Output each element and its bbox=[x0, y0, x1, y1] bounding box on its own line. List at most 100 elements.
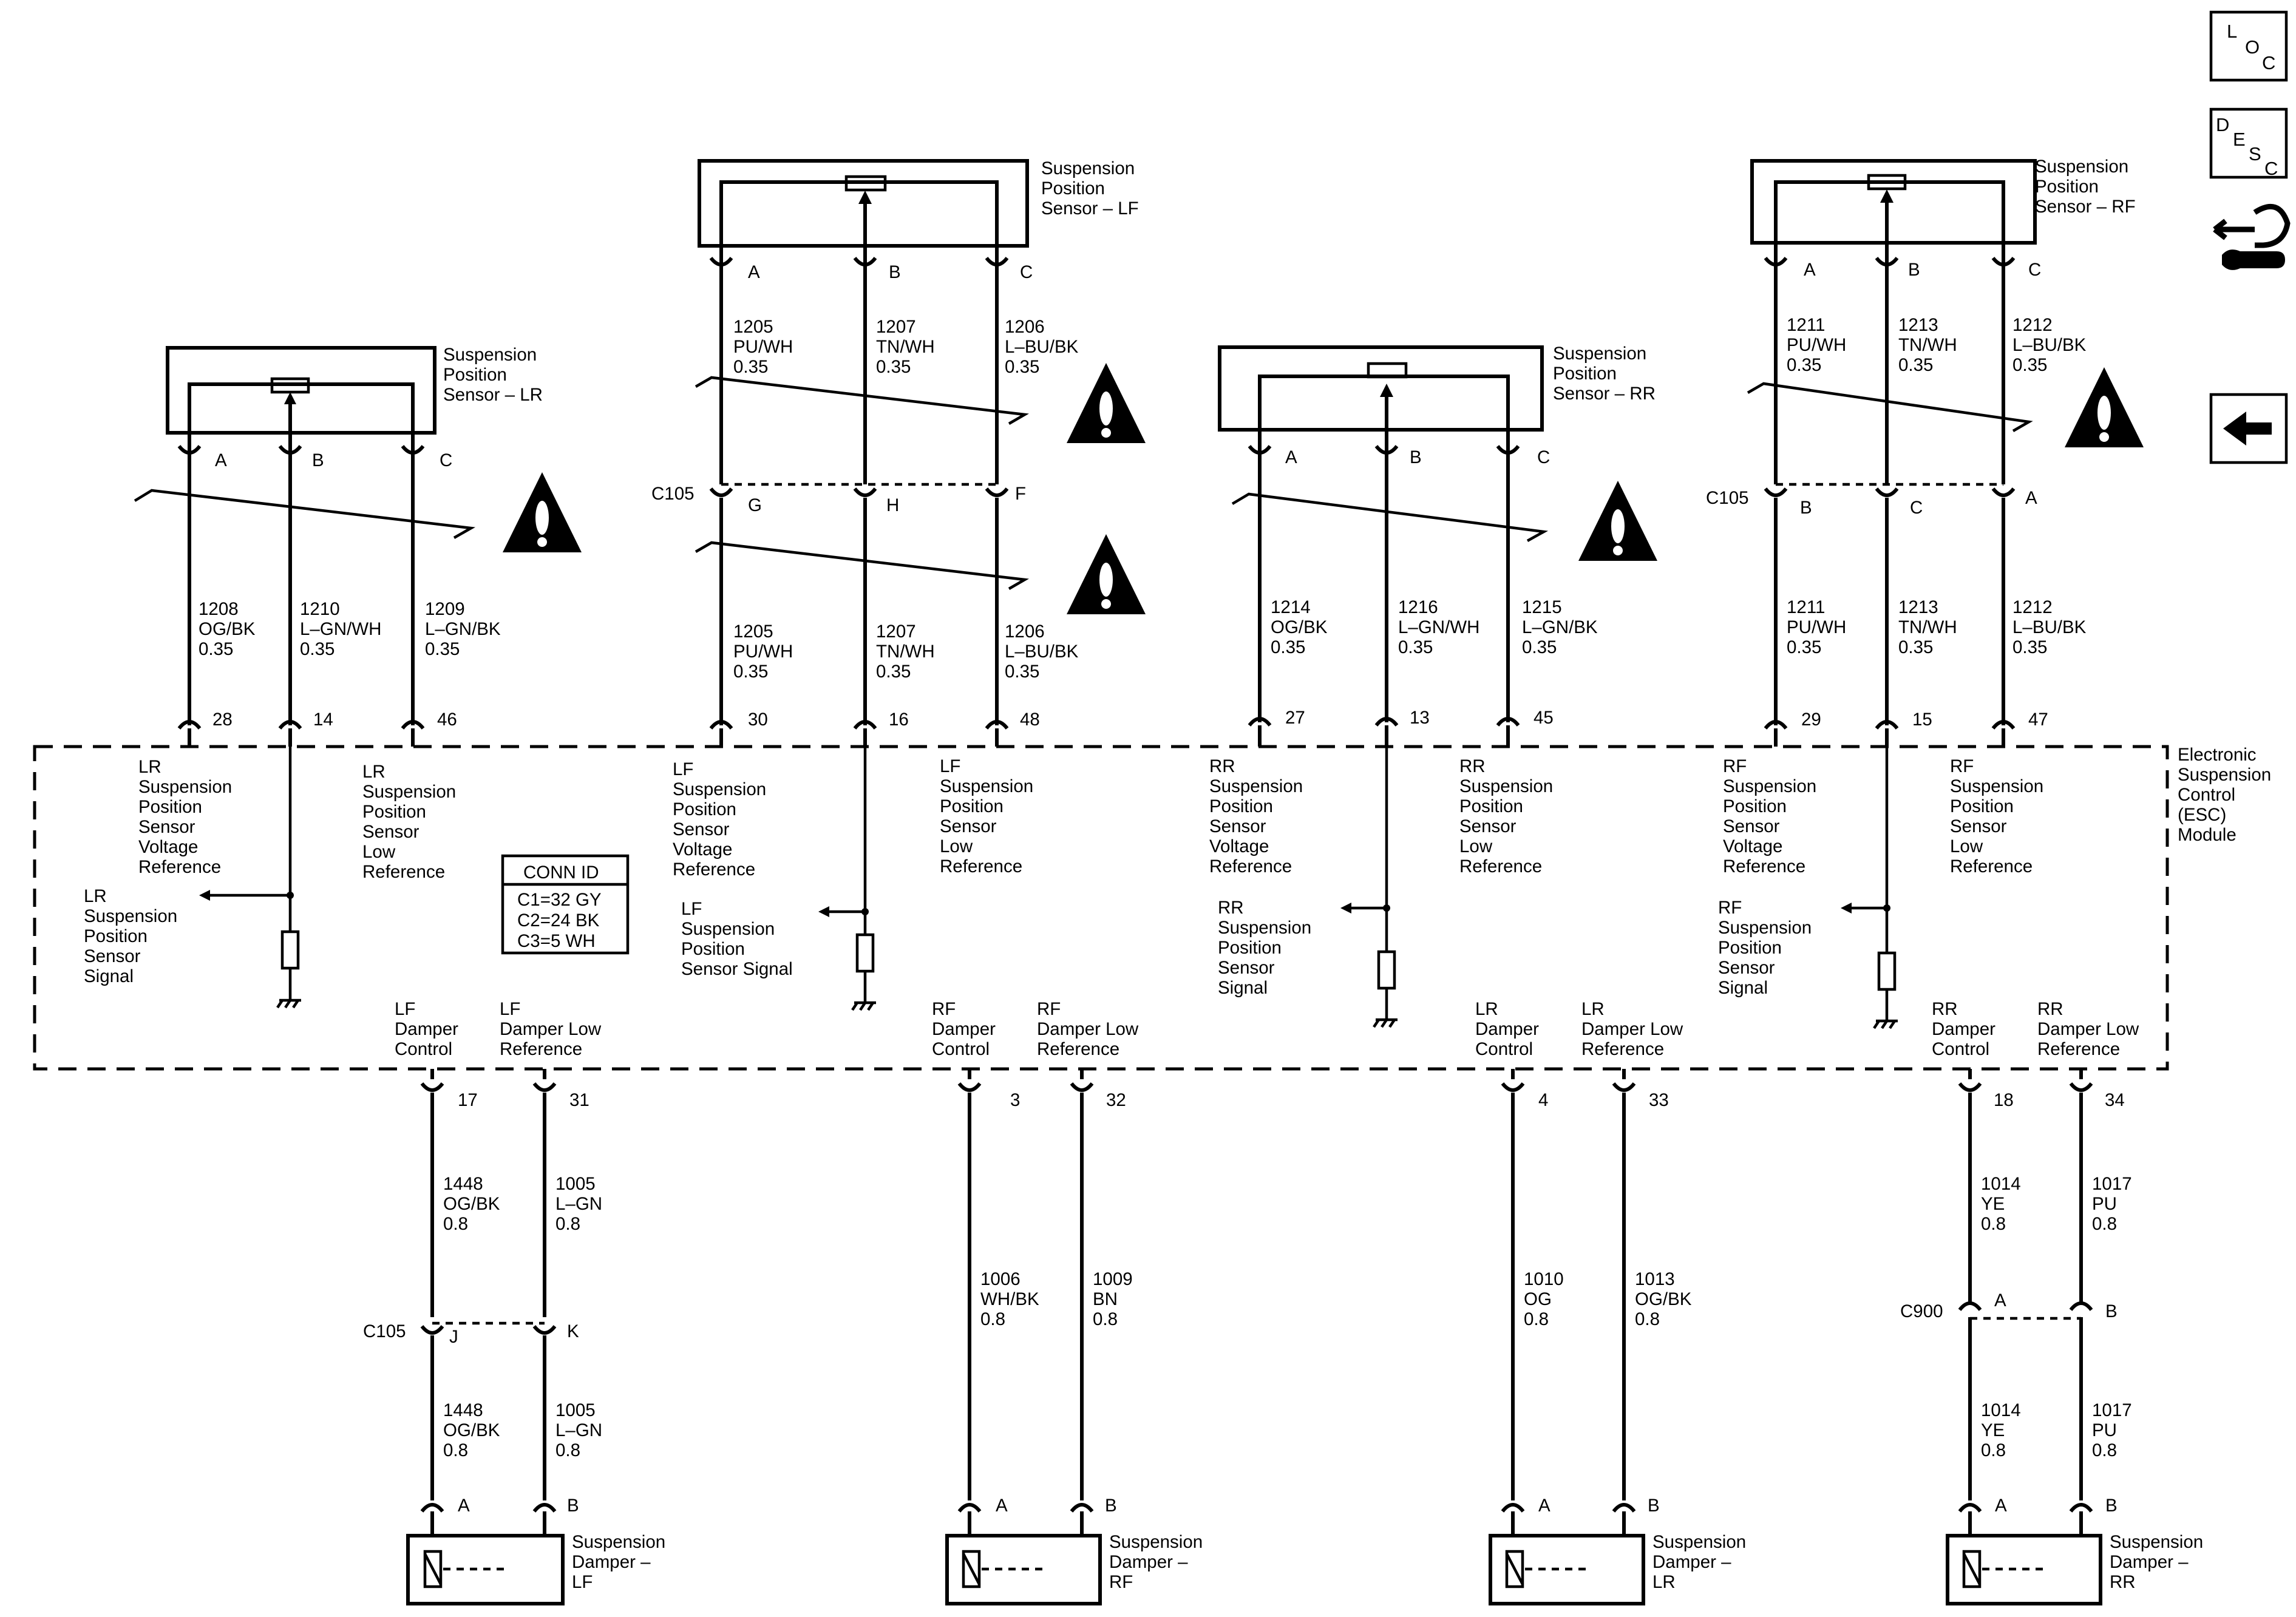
svg-text:Reference: Reference bbox=[673, 859, 755, 880]
svg-text:L–GN/WH: L–GN/WH bbox=[1398, 617, 1479, 637]
svg-text:B: B bbox=[2105, 1301, 2118, 1321]
svg-text:OG/BK: OG/BK bbox=[443, 1194, 500, 1214]
svg-text:YE: YE bbox=[1981, 1194, 2005, 1214]
svg-text:LR: LR bbox=[1652, 1572, 1676, 1592]
conn-id-box: CONN ID C1=32 GY C2=24 BK C3=5 WH bbox=[501, 854, 630, 955]
svg-text:RR: RR bbox=[2037, 999, 2063, 1019]
svg-text:Position: Position bbox=[138, 797, 202, 817]
svg-text:3: 3 bbox=[1010, 1090, 1020, 1110]
svg-text:A: A bbox=[1538, 1496, 1550, 1516]
svg-text:B: B bbox=[889, 262, 901, 282]
svg-text:34: 34 bbox=[2105, 1090, 2125, 1110]
svg-text:TN/WH: TN/WH bbox=[876, 337, 935, 357]
svg-text:PU/WH: PU/WH bbox=[1787, 617, 1846, 637]
svg-text:RF: RF bbox=[1109, 1572, 1133, 1592]
svg-text:BN: BN bbox=[1093, 1289, 1118, 1309]
svg-text:Position: Position bbox=[443, 365, 507, 385]
svg-text:Damper Low: Damper Low bbox=[500, 1019, 602, 1039]
lf-signal-circuit: LF Suspension Position Sensor Signal bbox=[681, 747, 876, 1011]
svg-text:OG/BK: OG/BK bbox=[1635, 1289, 1692, 1309]
svg-text:Damper: Damper bbox=[395, 1019, 458, 1039]
svg-text:YE: YE bbox=[1981, 1420, 2005, 1440]
svg-text:1213: 1213 bbox=[1898, 597, 1938, 617]
svg-text:Sensor: Sensor bbox=[1218, 958, 1275, 978]
svg-text:C: C bbox=[1537, 447, 1550, 467]
svg-text:Position: Position bbox=[1041, 178, 1105, 198]
svg-text:Sensor: Sensor bbox=[1723, 816, 1780, 836]
svg-text:Position: Position bbox=[1218, 938, 1282, 958]
svg-text:Sensor: Sensor bbox=[673, 819, 730, 839]
desc-button[interactable]: D E S C bbox=[2209, 107, 2288, 179]
svg-text:RR: RR bbox=[1209, 756, 1235, 776]
svg-text:4: 4 bbox=[1538, 1090, 1548, 1110]
svg-text:1205: 1205 bbox=[733, 622, 773, 642]
svg-text:Damper –: Damper – bbox=[1109, 1552, 1188, 1572]
svg-text:PU/WH: PU/WH bbox=[733, 642, 793, 662]
svg-text:C105: C105 bbox=[1706, 488, 1749, 508]
sensor-rf: Suspension Position Sensor – RF bbox=[1750, 157, 2136, 245]
svg-text:L–BU/BK: L–BU/BK bbox=[1005, 337, 1079, 357]
connector-tool-icon[interactable] bbox=[2213, 203, 2291, 270]
svg-text:Electronic: Electronic bbox=[2178, 745, 2257, 765]
svg-text:Sensor: Sensor bbox=[138, 817, 195, 837]
svg-text:Control: Control bbox=[395, 1039, 452, 1059]
svg-text:Sensor: Sensor bbox=[1950, 816, 2007, 836]
svg-text:TN/WH: TN/WH bbox=[876, 642, 935, 662]
svg-text:0.35: 0.35 bbox=[2012, 355, 2047, 375]
svg-text:Reference: Reference bbox=[1723, 856, 1805, 876]
sensor-rf-wiring: A B C 1211 PU/WH 0.35 1213 TN/WH 0.35 12… bbox=[1706, 243, 2087, 747]
svg-text:0.35: 0.35 bbox=[1787, 637, 1821, 657]
svg-text:Suspension: Suspension bbox=[2110, 1532, 2203, 1552]
svg-text:1205: 1205 bbox=[733, 317, 773, 337]
svg-text:TN/WH: TN/WH bbox=[1898, 617, 1957, 637]
sensor-lr-name: Suspension Position Sensor – LR bbox=[443, 345, 543, 405]
svg-text:L–GN: L–GN bbox=[555, 1420, 602, 1440]
svg-text:Damper Low: Damper Low bbox=[2037, 1019, 2139, 1039]
svg-text:B: B bbox=[1410, 447, 1422, 467]
svg-text:Voltage: Voltage bbox=[1723, 836, 1782, 856]
svg-text:C1=32 GY: C1=32 GY bbox=[517, 890, 602, 910]
esc-module-outline bbox=[33, 745, 2169, 1071]
svg-text:H: H bbox=[886, 495, 899, 515]
svg-text:0.8: 0.8 bbox=[1524, 1309, 1549, 1329]
svg-text:0.8: 0.8 bbox=[443, 1440, 468, 1460]
svg-text:Position: Position bbox=[1553, 364, 1617, 384]
svg-text:30: 30 bbox=[748, 710, 768, 730]
svg-text:Position: Position bbox=[1459, 796, 1523, 816]
svg-text:0.8: 0.8 bbox=[1635, 1309, 1660, 1329]
svg-text:C: C bbox=[440, 450, 452, 470]
svg-text:L–GN: L–GN bbox=[555, 1194, 602, 1214]
damper-lf: Suspension Damper – LF bbox=[406, 1532, 665, 1605]
damper-rf: Suspension Damper – RF bbox=[945, 1532, 1203, 1605]
svg-text:PU: PU bbox=[2092, 1420, 2117, 1440]
svg-text:1209: 1209 bbox=[425, 599, 465, 619]
svg-text:Suspension: Suspension bbox=[1652, 1532, 1746, 1552]
svg-text:B: B bbox=[1908, 260, 1920, 280]
svg-text:Low: Low bbox=[1459, 836, 1493, 856]
back-arrow-button[interactable] bbox=[2209, 393, 2288, 464]
svg-text:Sensor – LR: Sensor – LR bbox=[443, 385, 543, 405]
svg-text:L–BU/BK: L–BU/BK bbox=[2012, 335, 2087, 355]
svg-text:0.35: 0.35 bbox=[425, 639, 460, 659]
svg-text:0.35: 0.35 bbox=[1522, 637, 1557, 657]
svg-text:Sensor – RR: Sensor – RR bbox=[1553, 384, 1656, 404]
loc-button[interactable]: L O C bbox=[2209, 10, 2288, 82]
svg-text:0.35: 0.35 bbox=[733, 357, 768, 377]
svg-text:1014: 1014 bbox=[1981, 1174, 2021, 1194]
svg-text:RF: RF bbox=[1718, 898, 1742, 918]
svg-text:C: C bbox=[1020, 262, 1033, 282]
sensor-rr: Suspension Position Sensor – RR bbox=[1218, 344, 1656, 432]
lf-low-reference-label: LF Suspension Position Sensor Low Refere… bbox=[940, 756, 1033, 876]
svg-text:1208: 1208 bbox=[199, 599, 239, 619]
svg-text:Suspension: Suspension bbox=[138, 777, 232, 797]
lr-signal-circuit: LR Suspension Position Sensor Signal bbox=[84, 747, 301, 1009]
damper-rf-labels: RF Damper Control RF Damper Low Referenc… bbox=[932, 999, 1139, 1059]
svg-text:Position: Position bbox=[1950, 796, 2014, 816]
svg-text:0.35: 0.35 bbox=[1787, 355, 1821, 375]
svg-text:A: A bbox=[2025, 488, 2037, 508]
svg-text:Position: Position bbox=[1209, 796, 1273, 816]
svg-text:0.35: 0.35 bbox=[1271, 637, 1305, 657]
svg-text:Sensor: Sensor bbox=[940, 816, 997, 836]
svg-text:Signal: Signal bbox=[1218, 978, 1268, 998]
svg-text:LF: LF bbox=[572, 1572, 593, 1592]
